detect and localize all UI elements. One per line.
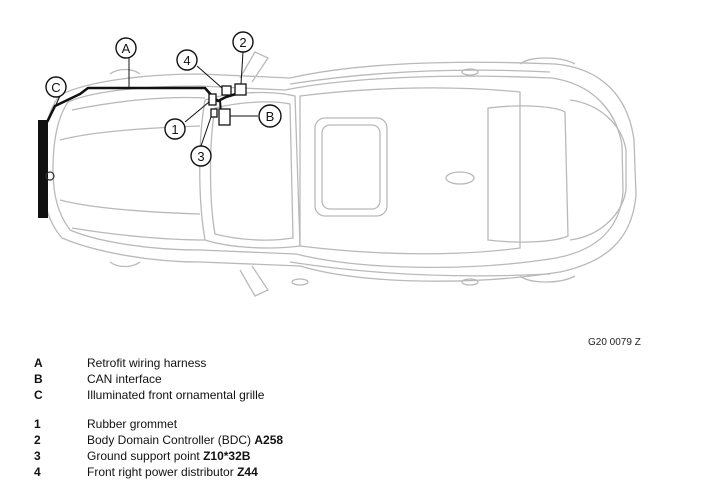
legend-text: Front right power distributor Z44 [87, 464, 258, 480]
legend-description: Body Domain Controller (BDC) [87, 433, 255, 447]
legend-description: Ground support point [87, 449, 204, 463]
legend-text: Rubber grommet [87, 417, 178, 431]
front-grille [38, 120, 48, 218]
legend-key: 4 [34, 465, 41, 479]
legend-row: A Retrofit wiring harness [34, 355, 264, 371]
power-distributor-marker [221, 85, 232, 96]
leader-lines [47, 51, 258, 147]
callout-A: A [115, 37, 137, 59]
vehicle-wiring-diagram: A C 4 2 1 3 B [38, 31, 637, 297]
component-code: Z10*32B [203, 449, 251, 463]
legend-text: CAN interface [87, 372, 162, 386]
svg-text:C: C [51, 80, 60, 95]
grille-emblem [45, 171, 55, 181]
callout-2: 2 [232, 31, 254, 53]
legend-text: Ground support point Z10*32B [87, 448, 250, 464]
svg-text:1: 1 [171, 122, 178, 137]
callout-3: 3 [190, 145, 212, 167]
legend-row: 3 Ground support point Z10*32B [34, 448, 283, 464]
svg-text:B: B [266, 109, 275, 124]
legend-numbers: 1 Rubber grommet 2 Body Domain Controlle… [34, 416, 283, 480]
component-code: A258 [254, 433, 284, 447]
rubber-grommet-marker [208, 93, 217, 106]
figure-id: G20 0079 Z [588, 337, 641, 348]
car-outline [41, 51, 637, 297]
callout-C: C [45, 76, 67, 98]
legend-text: Illuminated front ornamental grille [87, 388, 265, 402]
wiring-harness [44, 86, 237, 125]
can-interface-marker [218, 108, 231, 126]
svg-text:4: 4 [183, 53, 190, 68]
callout-B: B [258, 104, 282, 128]
svg-text:A: A [122, 41, 131, 56]
legend-key: 1 [34, 417, 41, 431]
legend-letters: A Retrofit wiring harness B CAN interfac… [34, 355, 264, 403]
legend-row: C Illuminated front ornamental grille [34, 387, 264, 403]
legend-row: 4 Front right power distributor Z44 [34, 464, 283, 480]
legend-description: Front right power distributor [87, 465, 238, 479]
legend-text: Body Domain Controller (BDC) A258 [87, 432, 283, 448]
legend-key: A [34, 356, 43, 370]
svg-text:2: 2 [239, 35, 246, 50]
callout-4: 4 [176, 49, 198, 71]
legend-key: 2 [34, 433, 41, 447]
legend-key: B [34, 372, 43, 386]
legend-row: 2 Body Domain Controller (BDC) A258 [34, 432, 283, 448]
legend-key: C [34, 388, 43, 402]
bdc-marker [234, 83, 247, 96]
legend-row: B CAN interface [34, 371, 264, 387]
legend-text: Retrofit wiring harness [87, 356, 207, 370]
ground-point-marker [210, 108, 218, 118]
callout-1: 1 [164, 118, 186, 140]
legend-key: 3 [34, 449, 41, 463]
svg-text:3: 3 [197, 149, 204, 164]
component-code: Z44 [237, 465, 258, 479]
legend-row: 1 Rubber grommet [34, 416, 283, 432]
